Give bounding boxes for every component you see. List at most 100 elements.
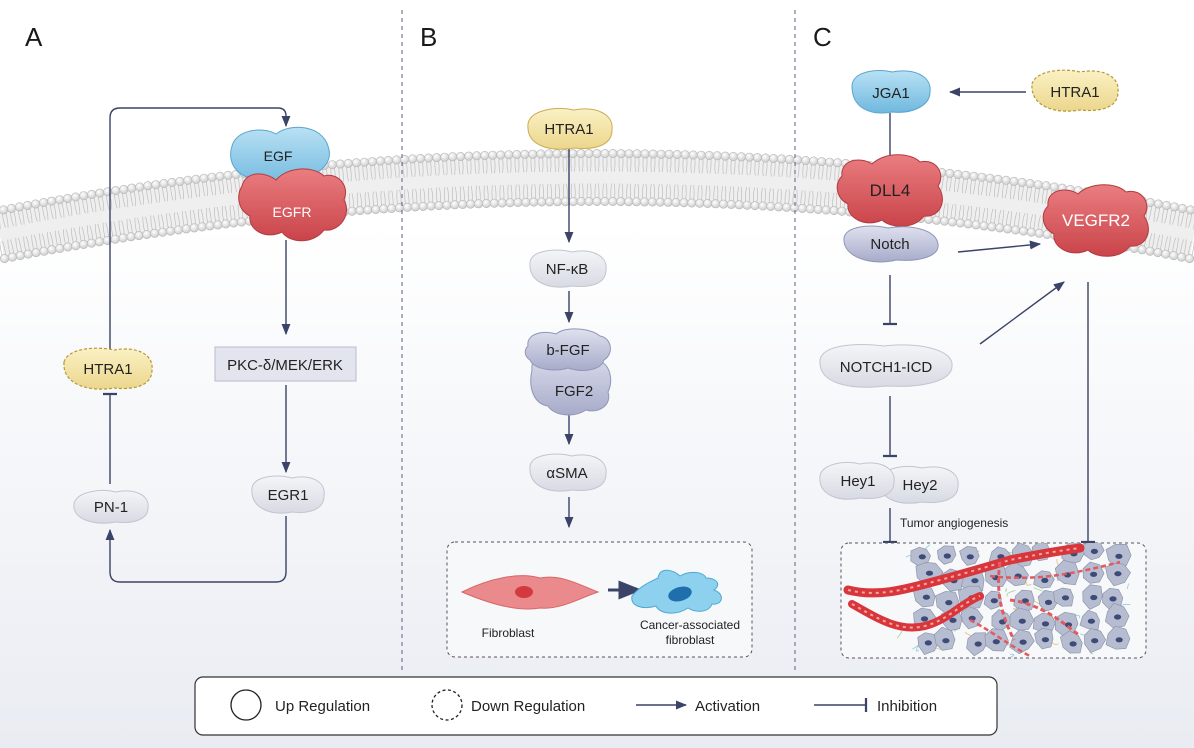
lipid-head	[833, 158, 843, 168]
lipid-head	[616, 197, 626, 207]
tumor-cells	[910, 543, 1132, 657]
lipid-head	[955, 218, 965, 228]
lipid-head	[47, 196, 57, 206]
lipid-head	[71, 192, 81, 202]
lipid-head	[688, 150, 698, 160]
lipid-head	[1169, 251, 1179, 261]
lipid-head	[23, 249, 33, 259]
notch1icd-shape	[819, 344, 953, 388]
lipid-head	[687, 198, 697, 208]
lipid-head	[497, 198, 507, 208]
lipid-head	[825, 157, 835, 167]
notch1icd-label: NOTCH1-ICD	[840, 359, 933, 376]
dll4-shape	[836, 154, 943, 227]
lipid-head	[355, 206, 365, 216]
htra1-a-shape	[63, 347, 153, 390]
blood-vessel-main-highlight	[847, 547, 1081, 594]
lipid-head	[383, 156, 393, 166]
lipid-head	[560, 149, 570, 159]
lipid-head	[655, 197, 665, 207]
lipid-head	[640, 149, 650, 159]
lipid-head	[363, 205, 373, 215]
tumor-cell	[966, 632, 988, 657]
lipid-head	[1033, 180, 1043, 190]
lipid-head	[512, 150, 522, 160]
lipid-head	[734, 200, 744, 210]
lipid-head	[750, 201, 760, 211]
lipid-head	[979, 221, 989, 231]
lipid-head	[544, 149, 554, 159]
tumor-fiber	[1006, 589, 1016, 597]
tumor-cell	[1034, 627, 1054, 650]
lipid-head	[181, 224, 191, 234]
lipid-head	[647, 197, 657, 207]
lipid-head	[995, 223, 1005, 233]
caf-label-line2: fibroblast	[666, 633, 715, 647]
lipid-head	[440, 152, 450, 162]
lipid-head	[387, 203, 397, 213]
lipid-head	[379, 204, 389, 214]
lipid-head	[1009, 176, 1019, 186]
lipid-head	[197, 222, 207, 232]
dll4-label: DLL4	[870, 181, 911, 200]
lipid-head	[150, 228, 160, 238]
lipid-head	[797, 203, 807, 213]
lipid-head	[489, 198, 499, 208]
pn1-label: PN-1	[94, 499, 128, 516]
lipid-head	[95, 188, 105, 198]
lipid-head	[1153, 248, 1163, 258]
lipid-head	[736, 152, 746, 162]
lipid-head	[971, 220, 981, 230]
lipid-head	[576, 197, 586, 207]
lipid-head	[837, 206, 847, 216]
tumor-fiber	[1025, 581, 1032, 586]
lipid-head	[829, 206, 839, 216]
lipid-head	[87, 189, 97, 199]
lipid-head	[472, 151, 482, 161]
pathway-box	[214, 346, 357, 382]
lipid-head	[448, 152, 458, 162]
lipid-head	[94, 237, 104, 247]
htra1-b-label: HTRA1	[544, 121, 593, 138]
panel-a: EGF EGFR PKC-δ/MEK/ERK EGR1 PN-1 HTRA1	[63, 107, 357, 583]
lipid-head	[985, 173, 995, 183]
hey1-label: Hey1	[840, 473, 875, 490]
panel-c: JGA1 HTRA1 DLL4 Notch VEGFR2 NOTCH1-ICD …	[819, 69, 1149, 659]
lipid-head	[189, 223, 199, 233]
lipid-head	[39, 246, 49, 256]
lipid-head	[71, 241, 81, 251]
lipid-head	[159, 179, 169, 189]
lipid-head	[496, 150, 506, 160]
lipid-head	[415, 154, 425, 164]
lipid-head	[135, 182, 145, 192]
lipid-head	[450, 200, 460, 210]
lipid-head	[584, 149, 594, 159]
lipid-head	[22, 200, 32, 210]
lipid-head	[191, 174, 201, 184]
lipid-head	[813, 205, 823, 215]
nfkb-label: NF-κB	[546, 261, 589, 278]
tumor-cell	[1082, 543, 1105, 561]
lipid-head	[631, 197, 641, 207]
lipid-head	[151, 180, 161, 190]
lipid-head	[1162, 200, 1172, 210]
lipid-head	[961, 170, 971, 180]
lipid-head	[480, 151, 490, 161]
lipid-head	[127, 183, 137, 193]
lipid-head	[1145, 246, 1155, 256]
lipid-head	[79, 239, 89, 249]
lipid-head	[1153, 199, 1163, 209]
lipid-head	[423, 153, 433, 163]
tumor-fiber	[1009, 653, 1015, 658]
lipid-head	[1003, 224, 1013, 234]
lipid-head	[671, 198, 681, 208]
lipid-head	[552, 149, 562, 159]
lipid-head	[31, 248, 41, 258]
blood-vessel-lower-highlight	[851, 595, 981, 629]
lipid-head	[1018, 226, 1028, 236]
legend-inhibition-label: Inhibition	[877, 698, 937, 715]
lipid-head	[536, 149, 546, 159]
lipid-head	[158, 227, 168, 237]
lipid-head	[15, 202, 24, 212]
